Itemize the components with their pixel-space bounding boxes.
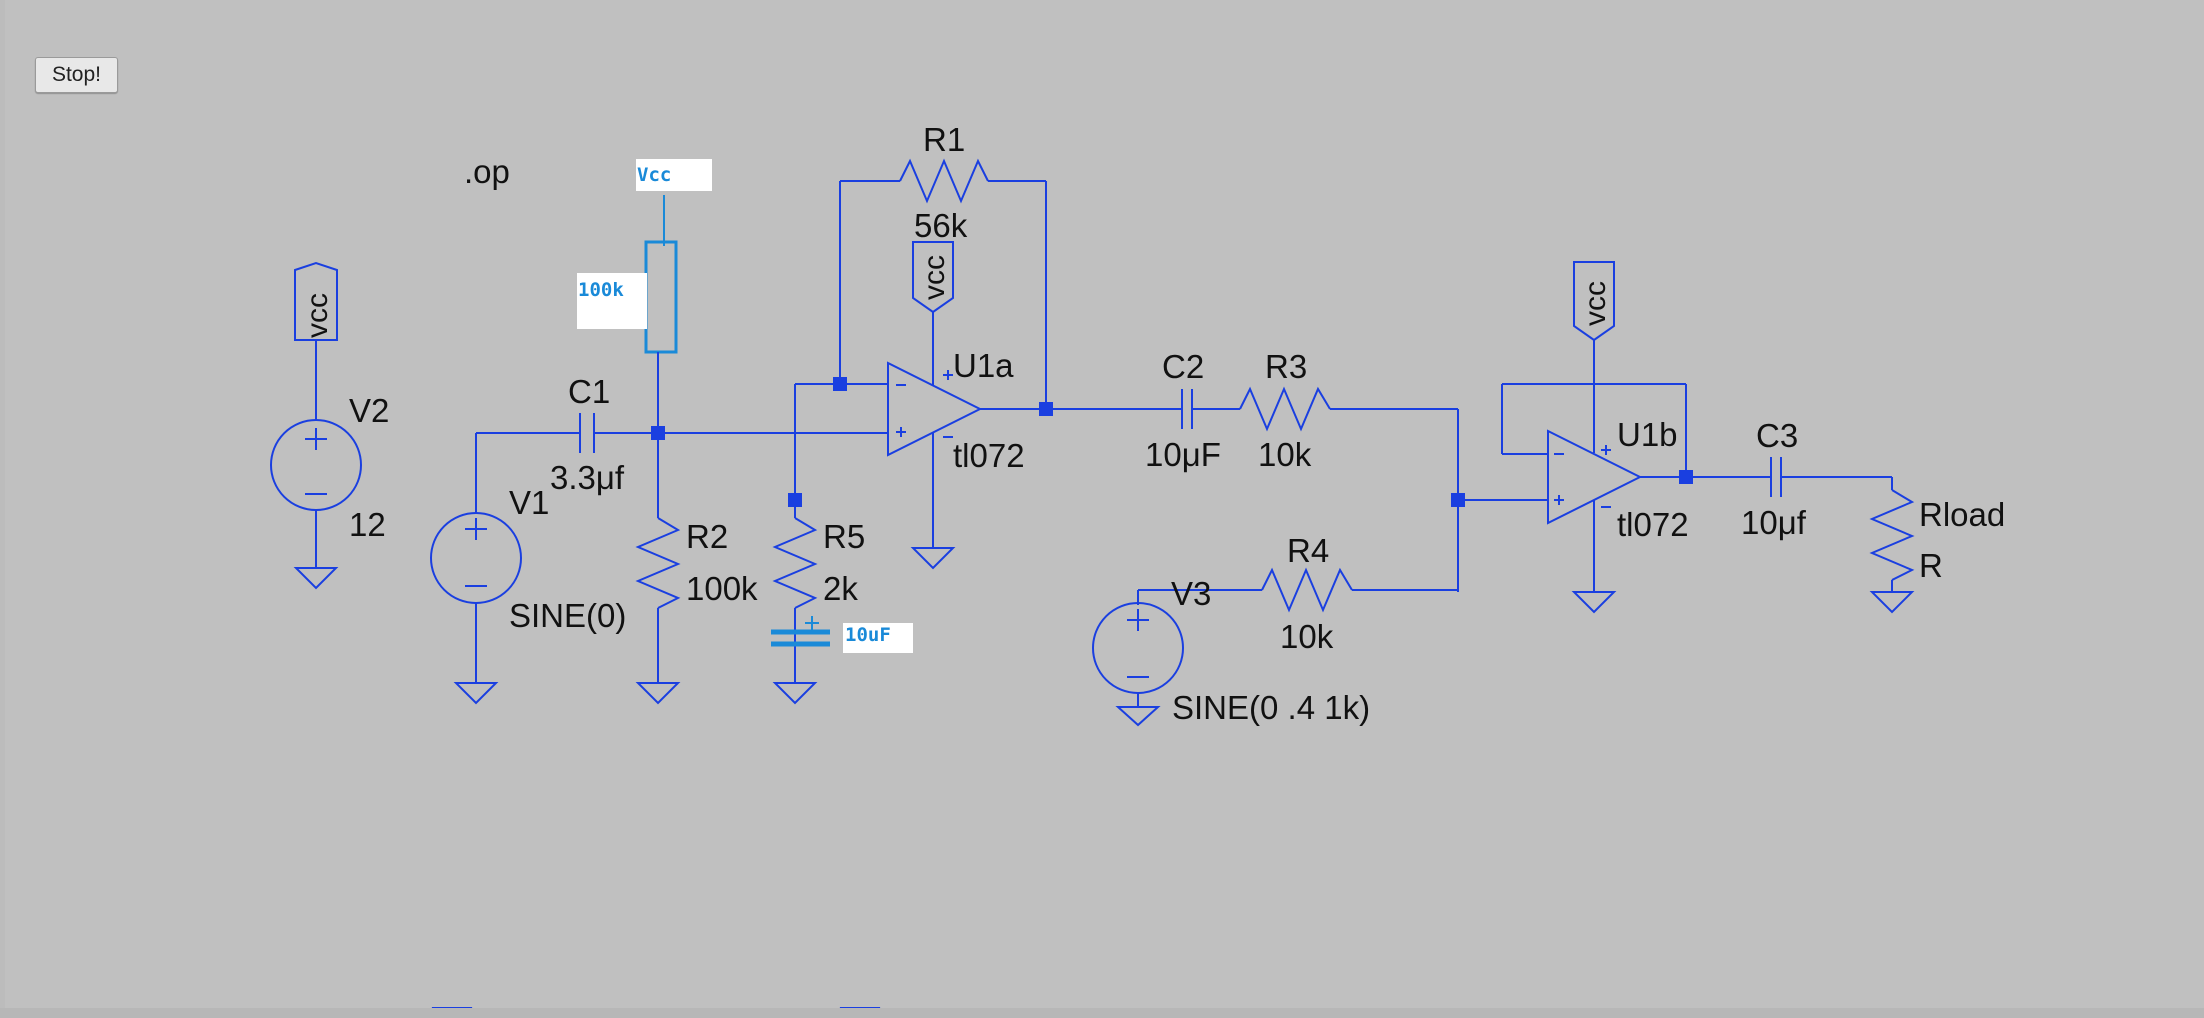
ground-icon <box>910 547 956 570</box>
resistor-r3[interactable] <box>1239 386 1331 432</box>
junction-dots <box>651 377 1693 507</box>
spice-directive[interactable]: .op <box>464 153 510 190</box>
resistor-rload[interactable] <box>1869 489 1915 581</box>
v2-value: 12 <box>349 506 386 543</box>
voltage-source-v1[interactable] <box>430 512 522 604</box>
overlay-resistor-100k[interactable] <box>644 240 678 354</box>
vcc-flag-u1a <box>912 241 954 314</box>
r4-name: R4 <box>1287 532 1329 569</box>
r3-value: 10k <box>1258 436 1312 473</box>
v2-name: V2 <box>349 392 389 429</box>
window-edge <box>0 0 5 1008</box>
ground-icon <box>772 682 818 705</box>
resistor-overlay-box <box>577 273 647 329</box>
v1-name: V1 <box>509 484 549 521</box>
r5-value: 2k <box>823 570 858 607</box>
u1b-value: tl072 <box>1617 506 1689 543</box>
stop-button[interactable]: Stop! <box>35 57 118 93</box>
r2-name: R2 <box>686 518 728 555</box>
resistor-r5[interactable] <box>772 517 818 609</box>
voltage-source-v3[interactable] <box>1092 602 1184 694</box>
resistor-r2[interactable] <box>635 517 681 609</box>
overlay-capacitor-10uf[interactable] <box>771 616 830 647</box>
cap-overlay-label: 10uF <box>845 624 891 646</box>
c3-name: C3 <box>1756 417 1798 454</box>
c1-name: C1 <box>568 373 610 410</box>
capacitor-c3[interactable] <box>1770 457 1782 497</box>
v1-value: SINE(0) <box>509 597 626 634</box>
c2-name: C2 <box>1162 348 1204 385</box>
cap-overlay-box <box>843 623 913 653</box>
v3-name: V3 <box>1171 575 1211 612</box>
c2-value: 10μF <box>1145 436 1221 473</box>
voltage-source-v2[interactable] <box>270 419 362 511</box>
u1a-value: tl072 <box>953 437 1025 474</box>
v3-value: SINE(0 .4 1k) <box>1172 689 1370 726</box>
vcc-label-u1a: vcc <box>918 255 951 300</box>
ground-icon <box>293 567 339 590</box>
ground-icon <box>453 682 499 705</box>
ground-icon <box>1869 591 1915 614</box>
c1-value: 3.3μf <box>550 459 625 496</box>
bottom-border <box>0 1008 2204 1018</box>
vcc-label-u1b: vcc <box>1579 281 1612 326</box>
capacitor-c1[interactable] <box>579 413 595 453</box>
vcc-label-v2: vcc <box>301 293 334 338</box>
c3-value: 10μf <box>1741 504 1807 541</box>
rload-value: R <box>1919 547 1943 584</box>
resistor-overlay-label: 100k <box>578 279 624 301</box>
ground-icon <box>1115 706 1161 727</box>
rload-name: Rload <box>1919 496 2005 533</box>
r1-name: R1 <box>923 121 965 158</box>
r2-value: 100k <box>686 570 758 607</box>
ground-icon <box>1571 591 1617 614</box>
vcc-overlay-label: Vcc <box>637 164 671 186</box>
u1b-name: U1b <box>1617 416 1678 453</box>
r4-value: 10k <box>1280 618 1334 655</box>
capacitor-c2[interactable] <box>1181 389 1193 429</box>
ground-icon <box>635 682 681 705</box>
r1-value: 56k <box>914 207 968 244</box>
vcc-flag-u1b <box>1573 261 1615 342</box>
resistor-r1[interactable] <box>899 158 989 204</box>
vcc-flag-v2 <box>294 261 338 341</box>
r3-name: R3 <box>1265 348 1307 385</box>
r5-name: R5 <box>823 518 865 555</box>
u1a-name: U1a <box>953 347 1014 384</box>
vcc-overlay-box <box>636 159 712 191</box>
resistor-r4[interactable] <box>1261 567 1353 613</box>
